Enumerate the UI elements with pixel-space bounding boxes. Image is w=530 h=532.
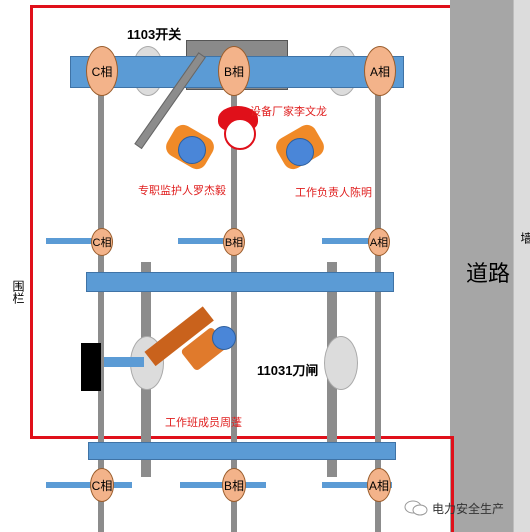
mfr-person-head — [224, 118, 256, 150]
supervisor-helmet — [178, 136, 206, 164]
actuator-arm — [104, 357, 144, 367]
fence-left — [30, 5, 33, 439]
terminal-arm-c — [46, 238, 102, 244]
upper-busbar-11031 — [86, 272, 394, 292]
switch-1103-label: 1103开关 — [127, 27, 182, 42]
road-label: 道路 — [466, 261, 511, 286]
insulator-disc — [324, 336, 358, 390]
post — [375, 95, 381, 532]
post — [98, 95, 104, 532]
work-lead-helmet — [286, 138, 314, 166]
phase-a-bottom: A相 — [367, 468, 391, 502]
lower-busbar — [88, 442, 396, 460]
mfr-person-label: 设备厂家李文龙 — [250, 106, 327, 118]
road-area — [450, 0, 513, 532]
wall-label: 墙 — [519, 232, 530, 244]
terminal-arm-c-bottom — [46, 482, 132, 488]
phase-b-bottom: B相 — [222, 468, 246, 502]
fence-right-lower — [451, 436, 454, 532]
fence-bottom — [30, 436, 454, 439]
wall-strip — [513, 0, 530, 532]
work-lead-label: 工作负责人陈明 — [295, 187, 372, 199]
phase-c-bottom: C相 — [90, 468, 114, 502]
phase-a-mid: A相 — [368, 228, 390, 256]
phase-b-mid: B相 — [223, 228, 245, 256]
switch-11031-label: 11031刀闸 — [257, 363, 319, 378]
terminal-arm-a — [322, 238, 378, 244]
crew-member-helmet — [212, 326, 236, 350]
phase-a-top: A相 — [364, 46, 396, 96]
fence-label: 围栏 — [11, 280, 25, 304]
phase-b-top: B相 — [218, 46, 250, 96]
watermark-text: 电力安全生产 — [432, 502, 505, 516]
fence-top — [30, 5, 450, 8]
terminal-arm-b — [178, 238, 234, 244]
wechat-icon — [404, 500, 428, 516]
phase-c-top: C相 — [86, 46, 118, 96]
crew-member-label: 工作班成员周蓬 — [165, 417, 242, 429]
actuator-box — [81, 343, 101, 391]
terminal-arm-a-bottom — [322, 482, 392, 488]
phase-c-mid: C相 — [91, 228, 113, 256]
post — [231, 95, 237, 532]
supervisor-label: 专职监护人罗杰毅 — [138, 185, 226, 197]
